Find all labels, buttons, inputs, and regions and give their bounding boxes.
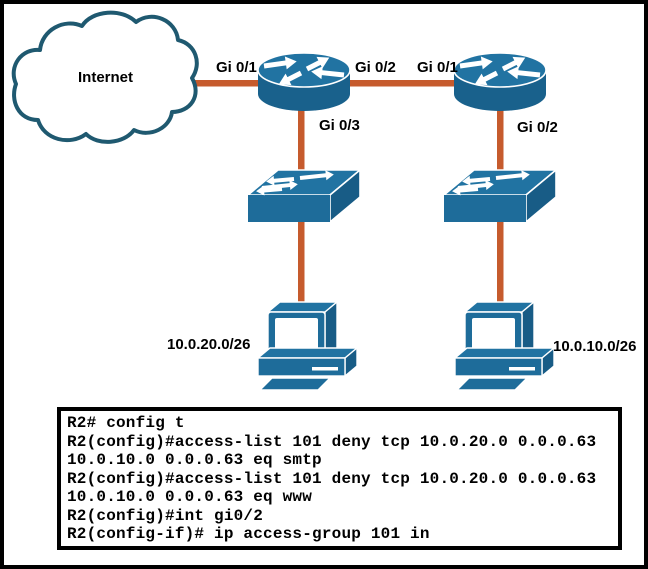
router-r2-icon [453,51,547,112]
router-r1-icon [257,51,351,112]
cli-line: R2(config)#int gi0/2 [67,506,264,525]
cli-line: R2# config t [67,414,185,432]
label-r1-gi01: Gi 0/1 [216,59,257,76]
cli-line: R2(config)#access-list 101 deny tcp 10.0… [67,469,597,488]
cli-line: R2(config)#access-list 101 deny tcp 10.0… [67,432,597,451]
network-diagram-canvas [11,10,557,391]
cloud-label: Internet [78,69,134,86]
cli-line: R2(config-if)# ip access-group 101 in [67,525,430,543]
switch-right-icon [443,168,557,223]
cli-line: 10.0.10.0 0.0.0.63 eq smtp [67,451,322,469]
cli-config-box: R2# config t R2(config)#access-list 101 … [57,407,622,550]
label-left-network: 10.0.20.0/26 [167,336,251,353]
label-r1-gi02: Gi 0/2 [355,59,396,76]
label-r1-gi03: Gi 0/3 [319,117,360,134]
pc-left-icon [257,301,358,391]
label-right-network: 10.0.10.0/26 [553,338,637,355]
pc-right-icon [454,301,555,391]
label-r2-gi02: Gi 0/2 [517,119,558,136]
switch-left-icon [247,168,361,223]
cli-line: 10.0.10.0 0.0.0.63 eq www [67,488,313,506]
label-r2-gi01: Gi 0/1 [417,59,458,76]
cloud-icon [11,10,199,144]
